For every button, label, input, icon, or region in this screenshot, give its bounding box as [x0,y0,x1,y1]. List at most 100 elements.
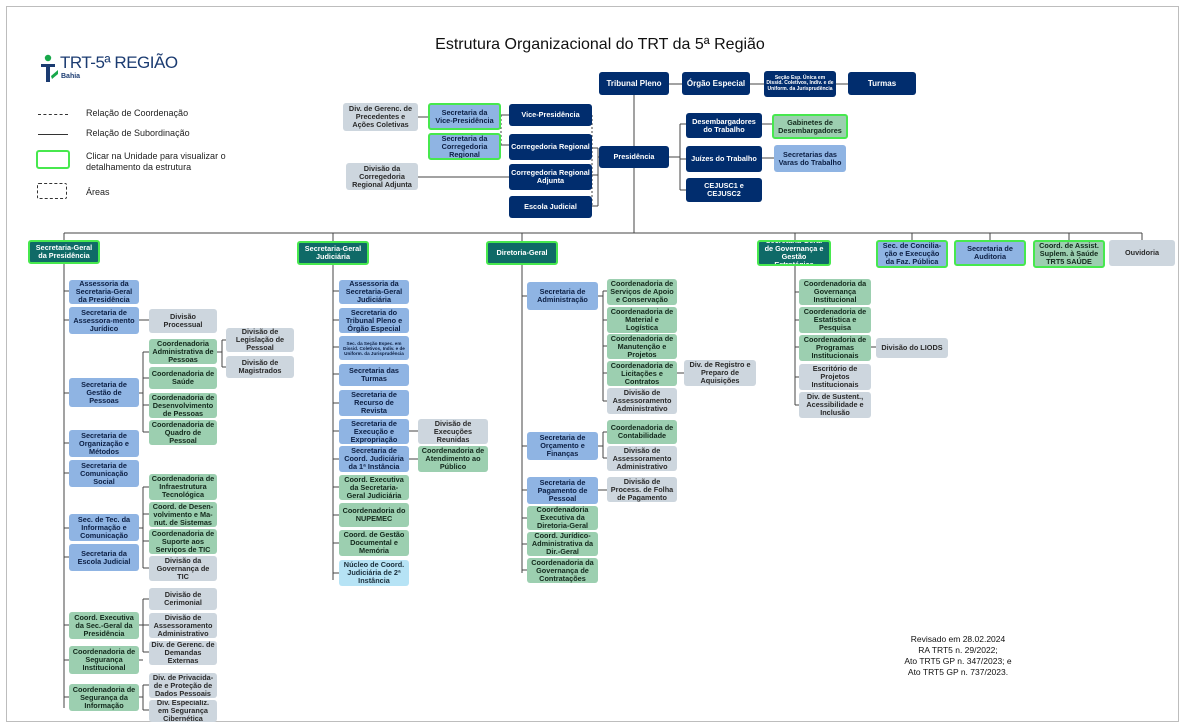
node-dg-div-folha[interactable]: Divisão de Process. de Folha de Pagament… [607,477,677,502]
node-presidencia[interactable]: Presidência [599,146,669,168]
node-sgp-sec-org[interactable]: Secretaria de Organização e Métodos [69,430,139,457]
node-sgj-sec-recurso[interactable]: Secretaria de Recurso de Revista [339,390,409,416]
node-sgp[interactable]: Secretaria-Geral da Presidência [28,240,100,264]
revision-note: Revisado em 28.02.2024 RA TRT5 n. 29/202… [848,634,1068,678]
revision-line: Ato TRT5 GP n. 347/2023; e [904,656,1012,666]
node-secretaria-vice[interactable]: Secretaria da Vice-Presidência [428,103,501,130]
node-sgp-div-processual[interactable]: Divisão Processual [149,309,217,333]
node-dg-sec-pagamento[interactable]: Secretaria de Pagamento de Pessoal [527,477,598,504]
node-trt5-saude[interactable]: Coord. de Assist. Suplem. à Saúde TRT5 S… [1033,240,1105,268]
node-sgge-coord-gov-inst[interactable]: Coordenadoria da Governança Instituciona… [799,279,871,305]
node-ouvidoria[interactable]: Ouvidoria [1109,240,1175,266]
node-dg-coord-exec[interactable]: Coordenadoria Executiva da Diretoria-Ger… [527,506,598,530]
node-dg-div-assess-admin-2[interactable]: Divisão de Assessoramento Administrativo [607,446,677,471]
node-dg-coord-juridico[interactable]: Coord. Jurídico-Administrativa da Dir.-G… [527,532,598,556]
node-dg-coord-material[interactable]: Coordenadoria de Material e Logística [607,307,677,333]
node-sgj-sec-secao[interactable]: Sec. da Seção Espec. em Dissid. Coletivo… [339,336,409,360]
node-sgp-sec-juridico[interactable]: Secretaria de Assessora-mento Jurídico [69,307,139,334]
node-divisao-corregedoria[interactable]: Divisão da Corregedoria Regional Adjunta [346,163,418,190]
node-turmas[interactable]: Turmas [848,72,916,95]
node-tribunal-pleno[interactable]: Tribunal Pleno [599,72,669,95]
node-sgp-assessoria[interactable]: Assessoria da Secretaria-Geral da Presid… [69,280,139,304]
legend-areas: Áreas [86,187,110,197]
node-sgp-sec-escola[interactable]: Secretaria da Escola Judicial [69,544,139,571]
legend-clicar: Clicar na Unidade para visualizar o deta… [86,151,226,172]
node-dg-sec-orcamento[interactable]: Secretaria de Orçamento e Finanças [527,432,598,460]
node-sgj[interactable]: Secretaria-Geral Judiciária [297,241,369,265]
node-corregedoria[interactable]: Corregedoria Regional [509,134,592,160]
node-vice-presidencia[interactable]: Vice-Presidência [509,104,592,126]
node-sgj-coord-exec[interactable]: Coord. Executiva da Secretaria-Geral Jud… [339,475,409,500]
node-sgp-sec-pessoas[interactable]: Secretaria de Gestão de Pessoas [69,378,139,407]
node-sgj-sec-coord-judiciaria[interactable]: Secretaria de Coord. Judiciária da 1ª In… [339,446,409,472]
node-sgge-div-liods[interactable]: Divisão do LIODS [876,338,948,358]
node-dg-div-registro[interactable]: Div. de Registro e Preparo de Aquisições [684,360,756,386]
node-sgj-sec-pleno[interactable]: Secretaria do Tribunal Pleno e Órgão Esp… [339,308,409,333]
node-conciliacao[interactable]: Sec. de Concilia-ção e Execução da Faz. … [876,240,948,268]
node-secretaria-corregedoria[interactable]: Secretaria da Corregedoria Regional [428,133,501,160]
node-sgge-coord-programas[interactable]: Coordenadoria de Programas Institucionai… [799,335,871,361]
node-sgp-coord-saude[interactable]: Coordenadoria de Saúde [149,367,217,389]
node-corregedoria-adjunta[interactable]: Corregedoria Regional Adjunta [509,164,592,190]
node-sgp-sec-comunicacao[interactable]: Secretaria de Comunicação Social [69,460,139,487]
node-sgge-coord-estatistica[interactable]: Coordenadoria de Estatística e Pesquisa [799,307,871,333]
node-juizes[interactable]: Juízes do Trabalho [686,146,762,172]
node-orgao-especial[interactable]: Órgão Especial [682,72,750,95]
node-dg-coord-servicos[interactable]: Coordenadoria de Serviços de Apoio e Con… [607,279,677,305]
node-sgp-div-demandas[interactable]: Div. de Gerenc. de Demandas Externas [149,641,217,665]
page-title: Estrutura Organizacional do TRT da 5ª Re… [435,36,765,53]
node-div-precedentes[interactable]: Div. de Gerenc. de Precedentes e Ações C… [343,103,418,131]
dashed-box-icon [37,183,67,199]
node-sgp-coord-exec[interactable]: Coord. Executiva da Sec.-Geral da Presid… [69,612,139,639]
node-auditoria[interactable]: Secretaria de Auditoria [954,240,1026,266]
node-gabinetes[interactable]: Gabinetes de Desembargadores [772,114,848,139]
node-escola-judicial[interactable]: Escola Judicial [509,196,592,218]
node-dg-coord-gov-contratacoes[interactable]: Coordenadoria da Governança de Contrataç… [527,558,598,583]
node-sgj-assessoria[interactable]: Assessoria da Secretaria-Geral Judiciári… [339,280,409,304]
node-desembargadores[interactable]: Desembargadores do Trabalho [686,113,762,138]
node-sgp-div-gov-tic[interactable]: Divisão da Governança de TIC [149,556,217,581]
revision-line: Revisado em 28.02.2024 [910,634,1006,644]
node-sgp-coord-seg-info[interactable]: Coordenadoria de Segurança da Informação [69,684,139,711]
node-dg-coord-manutencao[interactable]: Coordenadoria de Manutenção e Projetos [607,334,677,359]
node-sgp-sec-tic[interactable]: Sec. de Tec. da Informação e Comunicação [69,514,139,541]
node-cejusc[interactable]: CEJUSC1 e CEJUSC2 [686,178,762,202]
node-sgj-coord-gestao-doc[interactable]: Coord. de Gestão Documental e Memória [339,530,409,556]
node-diretoria-geral[interactable]: Diretoria-Geral [486,241,558,265]
node-sgj-nucleo[interactable]: Núcleo de Coord. Judiciária de 2ª Instân… [339,560,409,586]
node-sgp-coord-desenv-sistemas[interactable]: Coord. de Desen-volvimento e Ma-nut. de … [149,502,217,527]
node-dg-sec-admin[interactable]: Secretaria de Administração [527,282,598,310]
node-dg-coord-licitacoes[interactable]: Coordenadoria de Licitações e Contratos [607,361,677,386]
revision-line: RA TRT5 n. 29/2022; [918,645,998,655]
node-sgj-coord-atendimento[interactable]: Coordenadoria de Atendimento ao Público [418,446,488,472]
node-sgj-div-exec-reunidas[interactable]: Divisão de Execuções Reunidas [418,419,488,444]
node-sgp-div-legislacao[interactable]: Divisão de Legislação de Pessoal [226,328,294,352]
trt5-logo-icon [41,54,58,82]
solid-line-icon [38,134,68,135]
legend-coordenacao: Relação de Coordenação [86,108,189,118]
node-sgj-sec-turmas[interactable]: Secretaria das Turmas [339,364,409,386]
logo-subtitle: Bahia [61,73,81,80]
node-secretarias-varas[interactable]: Secretarias das Varas do Trabalho [774,145,846,172]
node-sgj-coord-nupemec[interactable]: Coordenadoria do NUPEMEC [339,503,409,527]
dashed-line-icon [38,114,68,115]
node-sgp-coord-desenv-pessoas[interactable]: Coordenadoria de Desenvolvimento de Pess… [149,393,217,418]
node-sgp-div-ciber[interactable]: Div. Especializ. em Segurança Cibernétic… [149,700,217,722]
node-sgp-coord-admin-pessoas[interactable]: Coordenadoria Administrativa de Pessoas [149,339,217,364]
node-secao-especializada[interactable]: Seção Esp. Única em Dissid. Coletivos, I… [764,71,836,97]
node-sgp-coord-infra[interactable]: Coordenadoria de Infraestrutura Tecnológ… [149,474,217,500]
node-sgj-sec-execucao[interactable]: Secretaria de Execução e Expropriação [339,419,409,444]
node-sgp-div-cerimonial[interactable]: Divisão de Cerimonial [149,588,217,610]
node-sgp-div-privacidade[interactable]: Div. de Privacida-de e Proteção de Dados… [149,673,217,698]
node-dg-div-assess-admin[interactable]: Divisão de Assessoramento Administrativo [607,388,677,414]
node-sgp-div-magistrados[interactable]: Divisão de Magistrados [226,356,294,378]
node-sgp-coord-quadro[interactable]: Coordenadoria de Quadro de Pessoal [149,420,217,445]
node-sgp-div-assess-admin[interactable]: Divisão de Assessoramento Administrativo [149,613,217,638]
node-sgge-escritorio[interactable]: Escritório de Projetos Institucionais [799,364,871,390]
node-sgp-coord-suporte[interactable]: Coordenadoria de Suporte aos Serviços de… [149,529,217,554]
node-sgp-coord-seg-inst[interactable]: Coordenadoria de Segurança Institucional [69,646,139,674]
node-sgge[interactable]: Secretaria-Geral de Governança e Gestão … [757,240,831,266]
node-dg-coord-contabilidade[interactable]: Coordenadoria de Contabilidade [607,420,677,444]
node-sgge-div-sustent[interactable]: Div. de Sustent., Acessibilidade e Inclu… [799,392,871,418]
